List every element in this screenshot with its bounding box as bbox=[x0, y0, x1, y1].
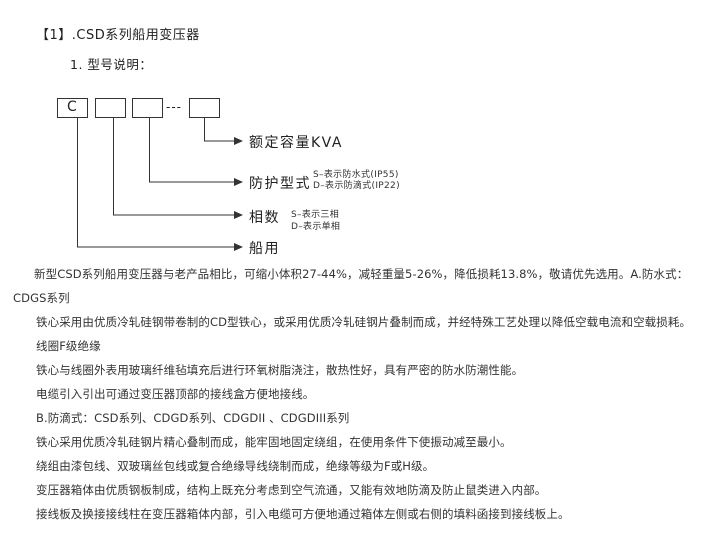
note-protection-s: S–表示防水式(IP55) bbox=[313, 170, 399, 180]
note-phase-s: S–表示三相 bbox=[291, 210, 340, 220]
paragraph-intro: 新型CSD系列船用变压器与老产品相比，可缩小体积27-44%，减轻重量5-26%… bbox=[34, 267, 689, 281]
paragraph-insulation: 线圈F级绝缘 bbox=[36, 339, 101, 353]
note-phase-d: D–表示单相 bbox=[291, 222, 341, 232]
arrow-phase bbox=[234, 211, 243, 219]
section-subtitle: 1. 型号说明： bbox=[70, 57, 153, 72]
model-box-phase bbox=[95, 98, 126, 118]
page-title: 【1】.CSD系列船用变压器 bbox=[36, 28, 200, 43]
paragraph-terminal: 接线板及换接接线柱在变压器箱体内部，引入电缆可方便地通过箱体左侧或右侧的填料函接… bbox=[36, 507, 570, 521]
arrow-capacity bbox=[234, 137, 243, 145]
arrow-marine bbox=[234, 243, 243, 251]
note-protection-d: D–表示防滴式(IP22) bbox=[313, 181, 400, 191]
paragraph-core-a: 铁心采用由优质冷轧硅钢带卷制的CD型铁心，或采用优质冷轧硅钢片叠制而成，并经特殊… bbox=[36, 315, 692, 329]
label-protection: 防护型式 bbox=[249, 176, 311, 192]
model-box-capacity bbox=[189, 98, 220, 118]
connector-phase bbox=[113, 118, 236, 216]
model-box-c bbox=[57, 98, 88, 118]
label-marine: 船用 bbox=[249, 241, 280, 257]
paragraph-winding: 绕组由漆包线、双玻璃丝包线或复合绝缘导线绕制而成，绝缘等级为F或H级。 bbox=[36, 459, 435, 473]
connector-marine bbox=[77, 118, 236, 248]
model-box-protection bbox=[132, 98, 163, 118]
connector-protection bbox=[149, 118, 236, 183]
model-box-c-letter: C bbox=[67, 99, 77, 115]
paragraph-drip-proof: B.防滴式：CSD系列、CDGD系列、CDGDII 、CDGDIII系列 bbox=[36, 411, 350, 425]
model-dashes: --- bbox=[166, 100, 182, 114]
paragraph-enclosure: 变压器箱体由优质钢板制成，结构上既充分考虑到空气流通，又能有效地防滴及防止鼠类进… bbox=[36, 483, 547, 497]
arrow-protection bbox=[234, 178, 243, 186]
paragraph-cable-a: 电缆引入引出可通过变压器顶部的接线盒方便地接线。 bbox=[36, 387, 315, 401]
label-phase: 相数 bbox=[249, 210, 280, 226]
paragraph-cdgs: CDGS系列 bbox=[13, 291, 70, 305]
label-capacity: 额定容量KVA bbox=[249, 135, 343, 151]
paragraph-core-b: 铁心采用优质冷轧硅钢片精心叠制而成，能牢固地固定绕组，在使用条件下使振动减至最小… bbox=[36, 435, 512, 449]
paragraph-epoxy: 铁心与线圈外表用玻璃纤维毡填充后进行环氧树脂浇注，散热性好，具有严密的防水防潮性… bbox=[36, 363, 524, 377]
connector-capacity bbox=[204, 118, 236, 142]
